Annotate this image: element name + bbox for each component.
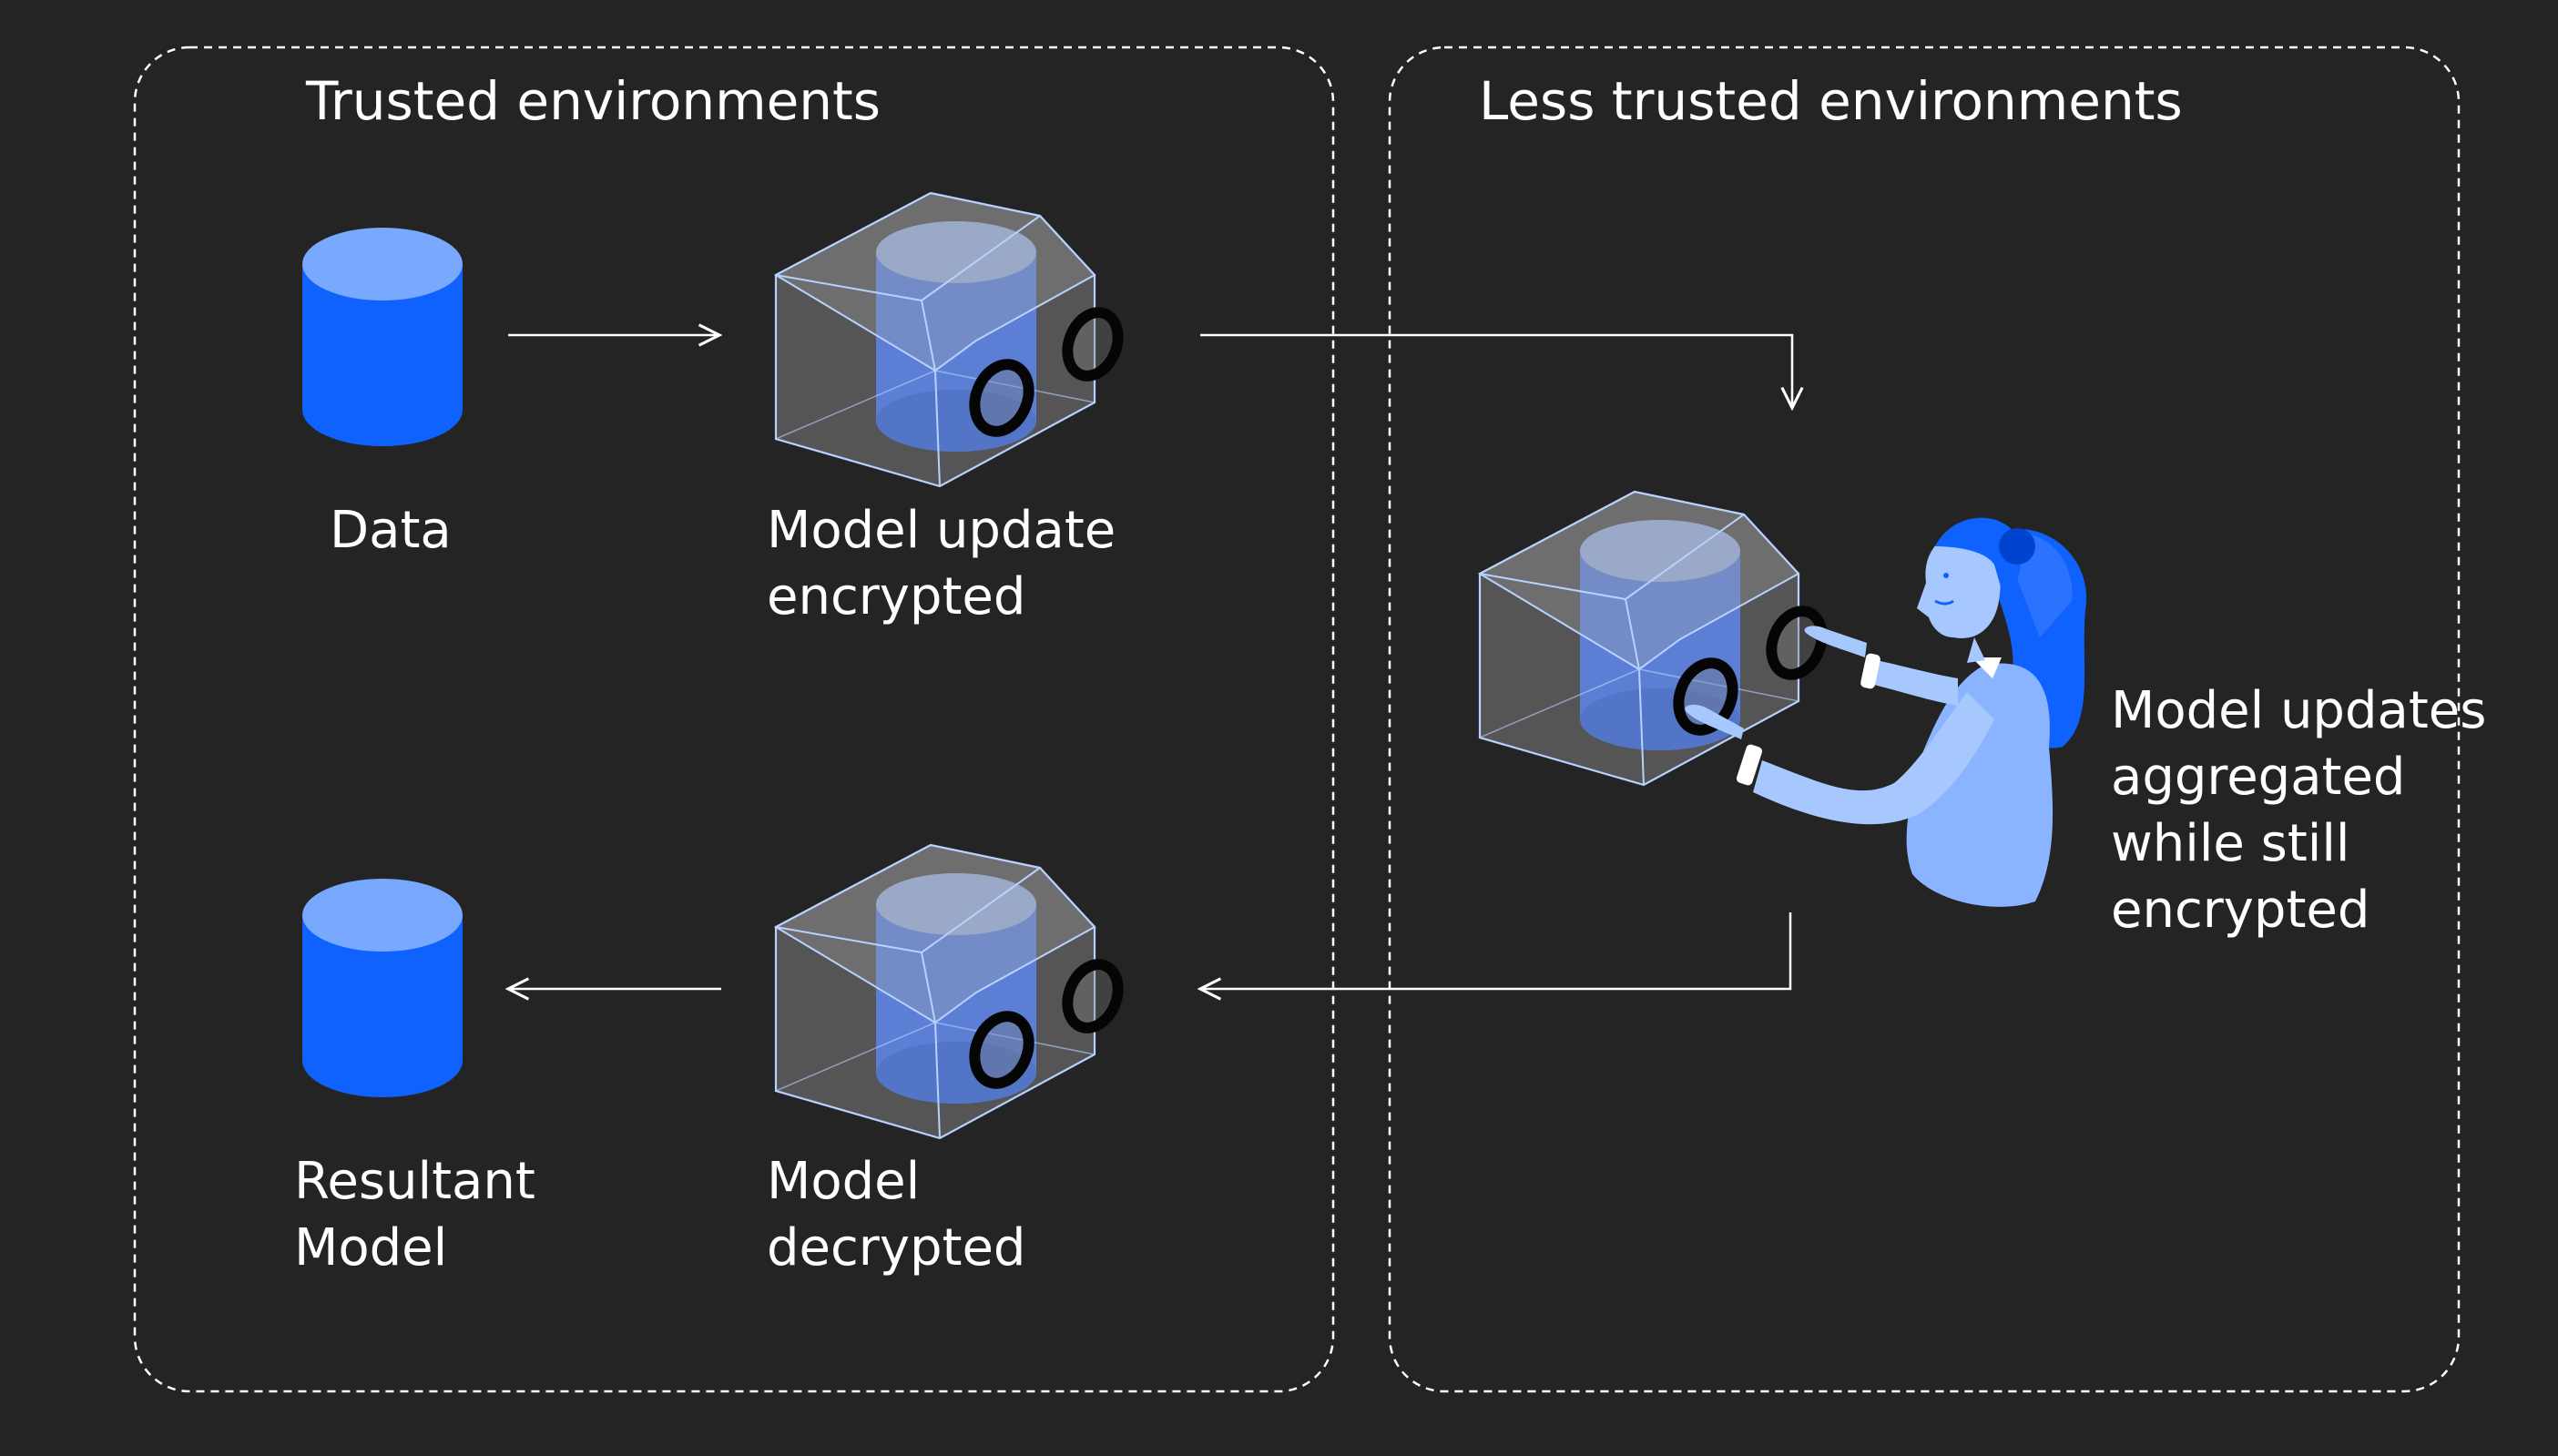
resultant-model-label-line: Resultant: [294, 1152, 535, 1211]
person-operator-icon: [1685, 517, 2087, 907]
aggregation-label-line: encrypted: [2111, 881, 2370, 940]
aggregation-label-line: aggregated: [2111, 748, 2406, 807]
model-decrypted-label-line: decrypted: [767, 1218, 1026, 1278]
less-trusted-panel: [1388, 46, 2461, 1393]
glovebox-enclosure-icon: [1480, 492, 1831, 785]
model-update-label-line: Model update: [767, 501, 1116, 560]
aggregation-label-line: Model updates: [2111, 681, 2487, 740]
data-label: Data: [330, 497, 452, 564]
data-label-line: Data: [330, 501, 452, 560]
resultant-model-label: Resultant Model: [294, 1148, 535, 1281]
aggregation-label-line: while still: [2111, 814, 2350, 873]
database-cylinder-icon: [302, 228, 463, 446]
arrow-to-aggregation: [1200, 333, 1792, 408]
model-decrypted-label-line: Model: [767, 1152, 921, 1211]
arrow-to-model-decrypted: [1200, 912, 1792, 989]
model-update-label: Model update encrypted: [767, 497, 1116, 630]
less-trusted-panel-title: Less trusted environments: [1479, 70, 2183, 132]
aggregation-label: Model updates aggregated while still enc…: [2111, 677, 2486, 943]
model-decrypted-label: Model decrypted: [767, 1148, 1025, 1281]
trusted-panel-title: Trusted environments: [306, 70, 882, 132]
model-update-label-line: encrypted: [767, 567, 1026, 626]
resultant-model-label-line: Model: [294, 1218, 448, 1278]
database-cylinder-icon: [302, 879, 463, 1097]
glovebox-enclosure-icon: [776, 845, 1127, 1138]
trusted-panel: [133, 46, 1335, 1393]
glovebox-enclosure-icon: [776, 193, 1127, 486]
